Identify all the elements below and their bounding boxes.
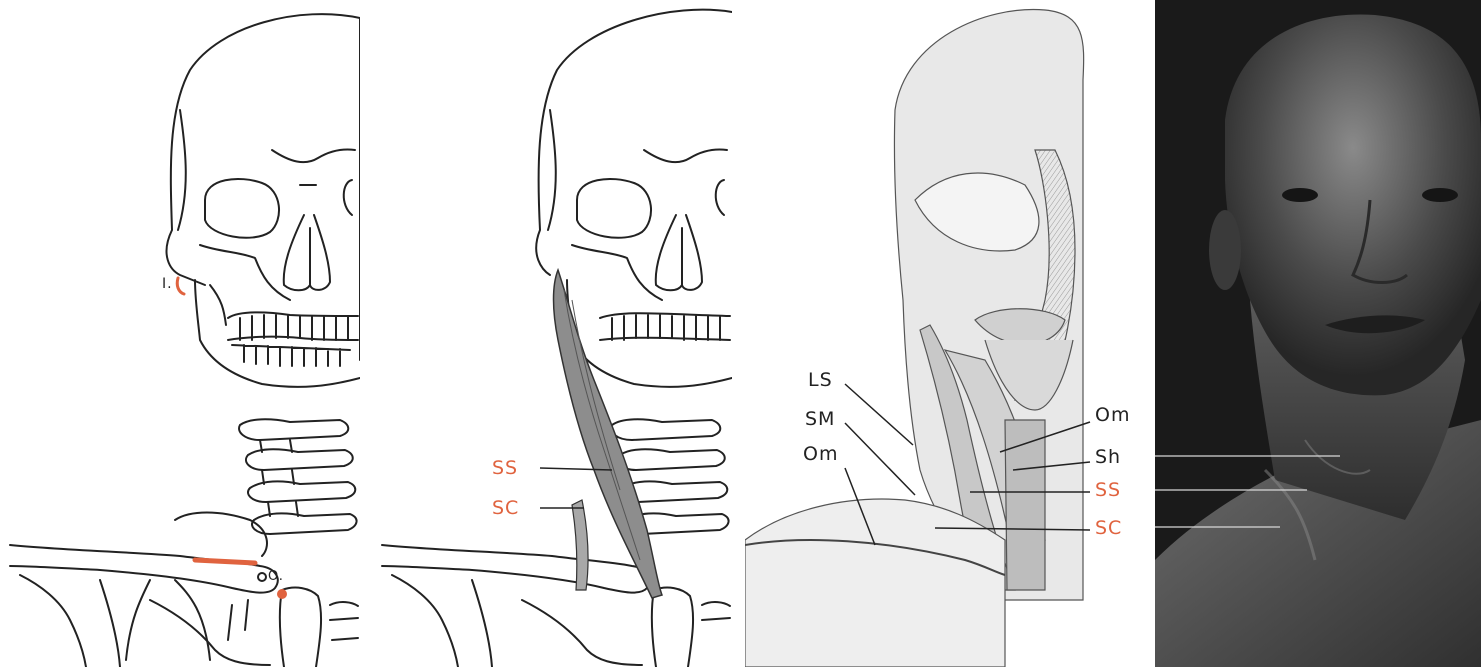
label-sm: SM (805, 410, 835, 429)
label-ss: SS (492, 459, 518, 478)
label-sc: SC (492, 499, 519, 518)
label-sc-right: SC (1095, 519, 1122, 538)
insertion-label: O. (268, 570, 284, 583)
ear (1209, 210, 1241, 290)
scalenus-minor-muscle (572, 500, 588, 590)
skeleton-muscle-drawing (372, 0, 732, 667)
skeleton-origin-insertion-panel: I. O. (0, 0, 360, 667)
skeleton-drawing (0, 0, 360, 667)
label-ls: LS (808, 371, 833, 390)
skeleton-muscle-panel: SS SC (372, 0, 732, 667)
portrait-photo (1155, 0, 1481, 667)
origin-label: I. (162, 277, 173, 291)
label-om-left: Om (803, 445, 838, 464)
photo-panel (1155, 0, 1481, 667)
muscle-drawing-panel: LS SM Om Om Sh SS SC (745, 0, 1140, 667)
label-sh: Sh (1095, 448, 1121, 467)
head-neck-muscle-drawing (745, 0, 1140, 667)
label-om-right: Om (1095, 406, 1130, 425)
insertion-dot (277, 589, 287, 599)
label-ss-right: SS (1095, 481, 1121, 500)
scalenus-muscle (554, 270, 663, 598)
